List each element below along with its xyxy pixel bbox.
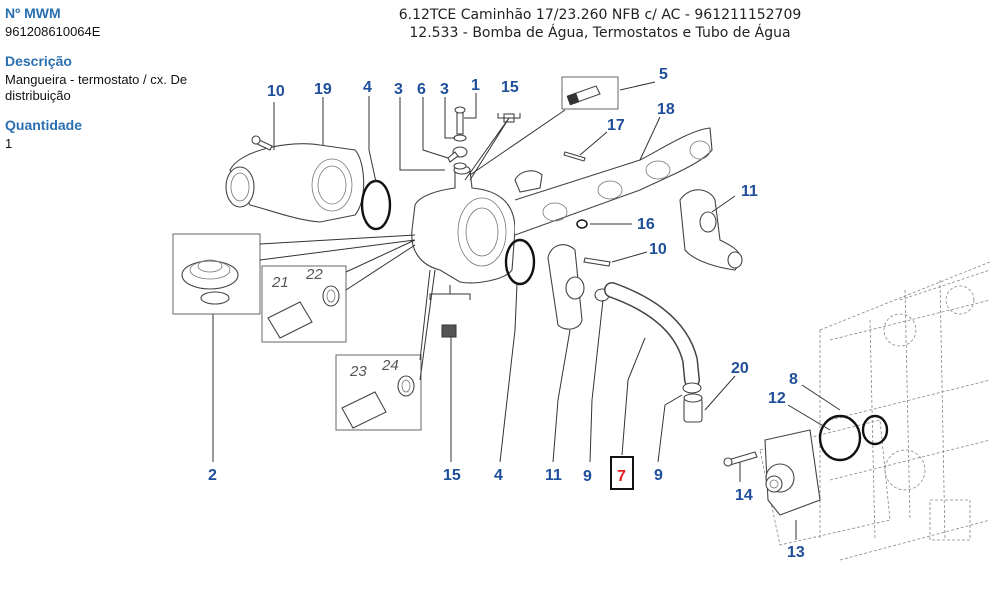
bolt-10b-drawing <box>583 257 611 267</box>
header-model-line: 6.12TCE Caminhão 17/23.260 NFB c/ AC - 9… <box>398 7 802 23</box>
callout-3[interactable]: 3 <box>440 81 449 98</box>
callout-11[interactable]: 11 <box>545 467 562 484</box>
callout-9[interactable]: 9 <box>654 467 663 484</box>
callout-5[interactable]: 5 <box>659 66 668 83</box>
flange-11-lower-drawing <box>547 244 585 330</box>
callout-13[interactable]: 13 <box>787 544 805 561</box>
temperature-sensor-drawing <box>566 85 601 106</box>
clamp-9-lower-drawing <box>682 382 702 394</box>
thermostat-2-drawing <box>181 259 239 305</box>
selected-part-highlight-box <box>610 456 634 490</box>
banjo-bolt-drawing <box>447 106 515 170</box>
bolt-17-drawing <box>563 151 586 162</box>
thermostat-housing-drawing <box>411 127 713 284</box>
outlet-housing-drawing <box>225 135 365 223</box>
callout-11[interactable]: 11 <box>741 183 758 200</box>
callout-6[interactable]: 6 <box>417 81 426 98</box>
water-pump-drawing <box>723 414 889 516</box>
sensor-21-drawing <box>267 285 340 339</box>
callout-14[interactable]: 14 <box>735 487 753 504</box>
callout-9[interactable]: 9 <box>583 468 592 485</box>
callout-7-selected[interactable]: 7 <box>617 468 626 485</box>
o-ring-16-drawing <box>576 219 588 229</box>
callout-24[interactable]: 24 <box>381 357 399 374</box>
callout-4[interactable]: 4 <box>494 467 503 484</box>
part-info-panel: Nº MWM 961208610064E Descrição Mangueira… <box>5 4 235 164</box>
callout-15[interactable]: 15 <box>501 79 519 96</box>
diagram-header: 6.12TCE Caminhão 17/23.260 NFB c/ AC - 9… <box>360 6 840 42</box>
mwm-number-value: 961208610064E <box>5 24 101 39</box>
callout-3[interactable]: 3 <box>394 81 403 98</box>
sensor-23-drawing <box>341 375 415 429</box>
engine-block-drawing <box>759 261 991 561</box>
quantity-value: 1 <box>5 136 13 151</box>
quantity-label: Quantidade <box>5 117 83 133</box>
callout-4[interactable]: 4 <box>363 79 372 96</box>
plug-15-drawing <box>441 324 457 338</box>
o-ring-4-lower <box>504 238 536 286</box>
callout-18[interactable]: 18 <box>657 101 675 118</box>
callout-16[interactable]: 16 <box>637 216 655 233</box>
description-label: Descrição <box>5 53 72 69</box>
callout-12[interactable]: 12 <box>768 390 786 407</box>
flange-11-right-drawing <box>679 189 743 271</box>
callout-21[interactable]: 21 <box>271 274 289 291</box>
callout-17[interactable]: 17 <box>607 117 625 134</box>
leader-lines <box>212 81 841 540</box>
callout-2[interactable]: 2 <box>208 467 217 484</box>
callouts: 10 19 4 3 6 3 1 15 5 18 17 11 16 10 21 2… <box>208 66 805 561</box>
callout-1[interactable]: 1 <box>471 77 480 94</box>
callout-15[interactable]: 15 <box>443 467 461 484</box>
description-value: Mangueira - termostato / cx. De distribu… <box>5 72 188 103</box>
callout-23[interactable]: 23 <box>349 363 367 380</box>
callout-19[interactable]: 19 <box>314 81 332 98</box>
header-group-line: 12.533 - Bomba de Água, Termostatos e Tu… <box>409 25 791 41</box>
o-ring-4-upper <box>360 179 392 231</box>
callout-20[interactable]: 20 <box>731 360 749 377</box>
callout-10[interactable]: 10 <box>649 241 667 258</box>
callout-8[interactable]: 8 <box>789 371 798 388</box>
mwm-number-label: Nº MWM <box>5 5 61 21</box>
callout-22[interactable]: 22 <box>305 266 323 283</box>
callout-10[interactable]: 10 <box>267 83 285 100</box>
